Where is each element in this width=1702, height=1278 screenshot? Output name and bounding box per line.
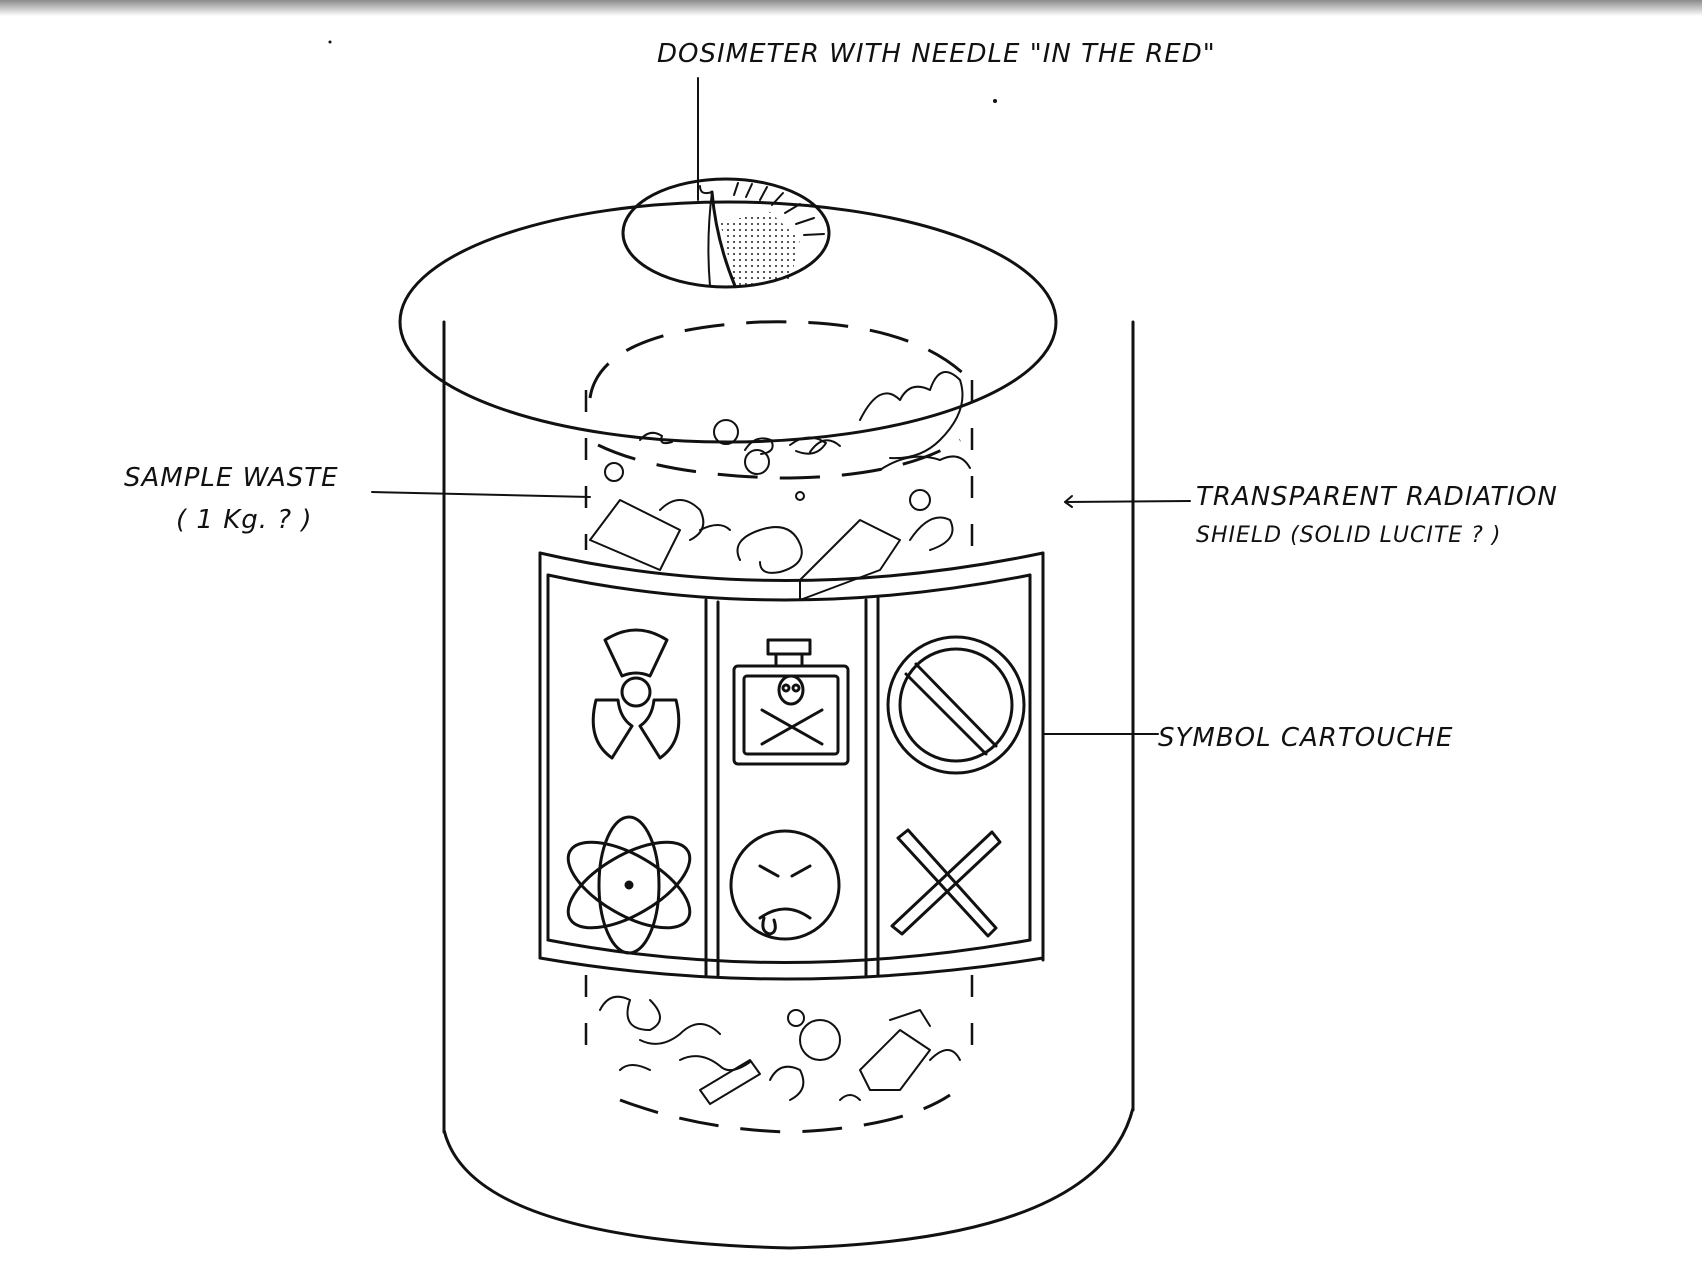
prohibition-circle-icon: [886, 635, 1026, 775]
sample-waste-upper: [589, 371, 971, 601]
symbol-cartouche: [538, 551, 1045, 981]
frowning-face-icon: [729, 829, 841, 941]
cartouche-bottom-edge: [538, 956, 1045, 981]
scan-top-shadow: [0, 0, 1702, 16]
inner-container-bottom: [619, 1093, 951, 1134]
dosimeter-needle-shadow: [707, 191, 713, 287]
label-shield-line1: TRANSPARENT RADIATION: [1196, 482, 1558, 512]
poison-bottle-skull-crossbones-icon: [732, 638, 850, 766]
inner-container-top-back: [588, 320, 972, 399]
shield-leader: [1064, 500, 1191, 503]
label-shield-line2: SHIELD (SOLID LUCITE ? ): [1196, 523, 1501, 548]
inner-waste-container: [584, 320, 974, 1134]
inner-container-top-front: [597, 438, 961, 480]
label-sample-waste-line1: SAMPLE WASTE: [124, 463, 339, 493]
label-symbol-cartouche: SYMBOL CARTOUCHE: [1158, 723, 1453, 753]
dosimeter-gauge: [621, 177, 831, 289]
dosimeter-dial: [621, 177, 831, 289]
cylinder-top-rim: [398, 200, 1058, 444]
leader-lines: [371, 77, 1191, 735]
dosimeter-red-zone: [720, 212, 800, 285]
sample-waste-leader: [371, 491, 591, 498]
cartouche-top-edge: [538, 551, 1045, 582]
cylinder-outline: [398, 200, 1135, 1250]
label-dosimeter: DOSIMETER WITH NEEDLE "IN THE RED": [657, 39, 1216, 69]
dosimeter-needle: [710, 190, 737, 288]
label-sample-waste-line2: ( 1 Kg. ? ): [176, 505, 313, 535]
dosimeter-tick-marks: [733, 182, 825, 236]
radiation-trefoil-icon: [591, 628, 681, 760]
cylinder-bottom-rim: [442, 1106, 1135, 1250]
sample-waste-lower: [599, 995, 961, 1105]
atom-icon: [566, 815, 692, 955]
x-mark-icon: [890, 828, 1002, 938]
